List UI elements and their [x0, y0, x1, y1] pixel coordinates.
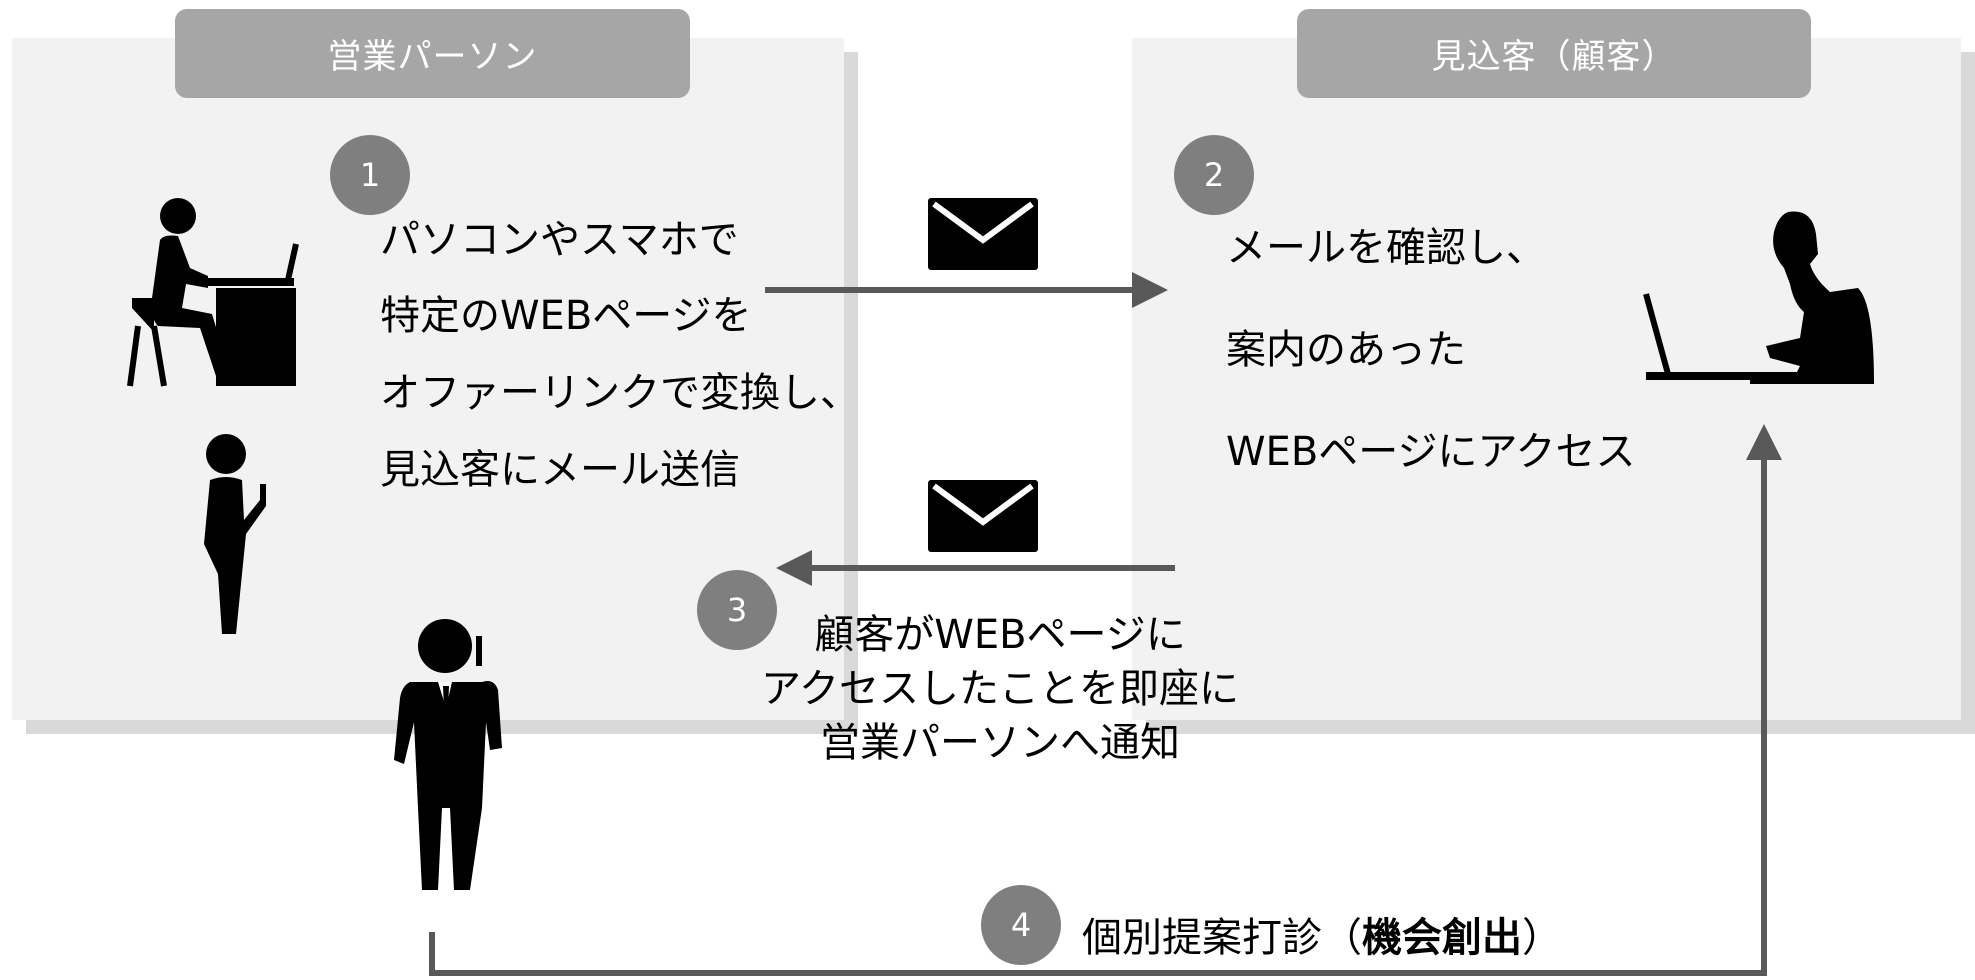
- step2-line: メールを確認し、: [1226, 225, 1546, 271]
- step-number-badge: 2: [1174, 135, 1254, 215]
- step2-line: 案内のあった: [1226, 327, 1466, 373]
- step1-line: 特定のWEBページを: [380, 293, 752, 339]
- step1-line: オファーリンクで変換し、: [380, 370, 860, 416]
- step-number-badge: 1: [330, 135, 410, 215]
- step4-text: 個別提案打診（機会創出）: [1082, 918, 1562, 958]
- step4-text-end: ）: [1522, 915, 1562, 961]
- businessman-on-phone-icon: [394, 619, 502, 890]
- sales-header: 営業パーソン: [175, 9, 690, 98]
- envelope-icon: [928, 198, 1038, 270]
- person-at-desk-icon: [127, 198, 299, 387]
- person-with-phone-icon: [204, 434, 266, 634]
- step3-line: 顧客がWEBページに: [814, 612, 1186, 658]
- customer-header: 見込客（顧客）: [1297, 9, 1811, 98]
- step-number-badge: 4: [981, 885, 1061, 965]
- step3-text: 顧客がWEBページに アクセスしたことを即座に 営業パーソンへ通知: [730, 608, 1270, 770]
- envelope-icon: [928, 480, 1038, 552]
- step-number-badge: 3: [697, 570, 777, 650]
- step4-text-bold: 機会創出: [1362, 915, 1522, 961]
- step2-line: WEBページにアクセス: [1226, 429, 1636, 475]
- arrow-proposal: [429, 424, 1782, 976]
- step1-line: パソコンやスマホで: [380, 217, 739, 263]
- step3-line: 営業パーソンへ通知: [820, 720, 1180, 766]
- step4-text-plain: 個別提案打診（: [1082, 915, 1362, 961]
- customer-at-laptop-icon: [1643, 211, 1874, 384]
- step1-line: 見込客にメール送信: [380, 447, 740, 493]
- step3-line: アクセスしたことを即座に: [761, 666, 1239, 712]
